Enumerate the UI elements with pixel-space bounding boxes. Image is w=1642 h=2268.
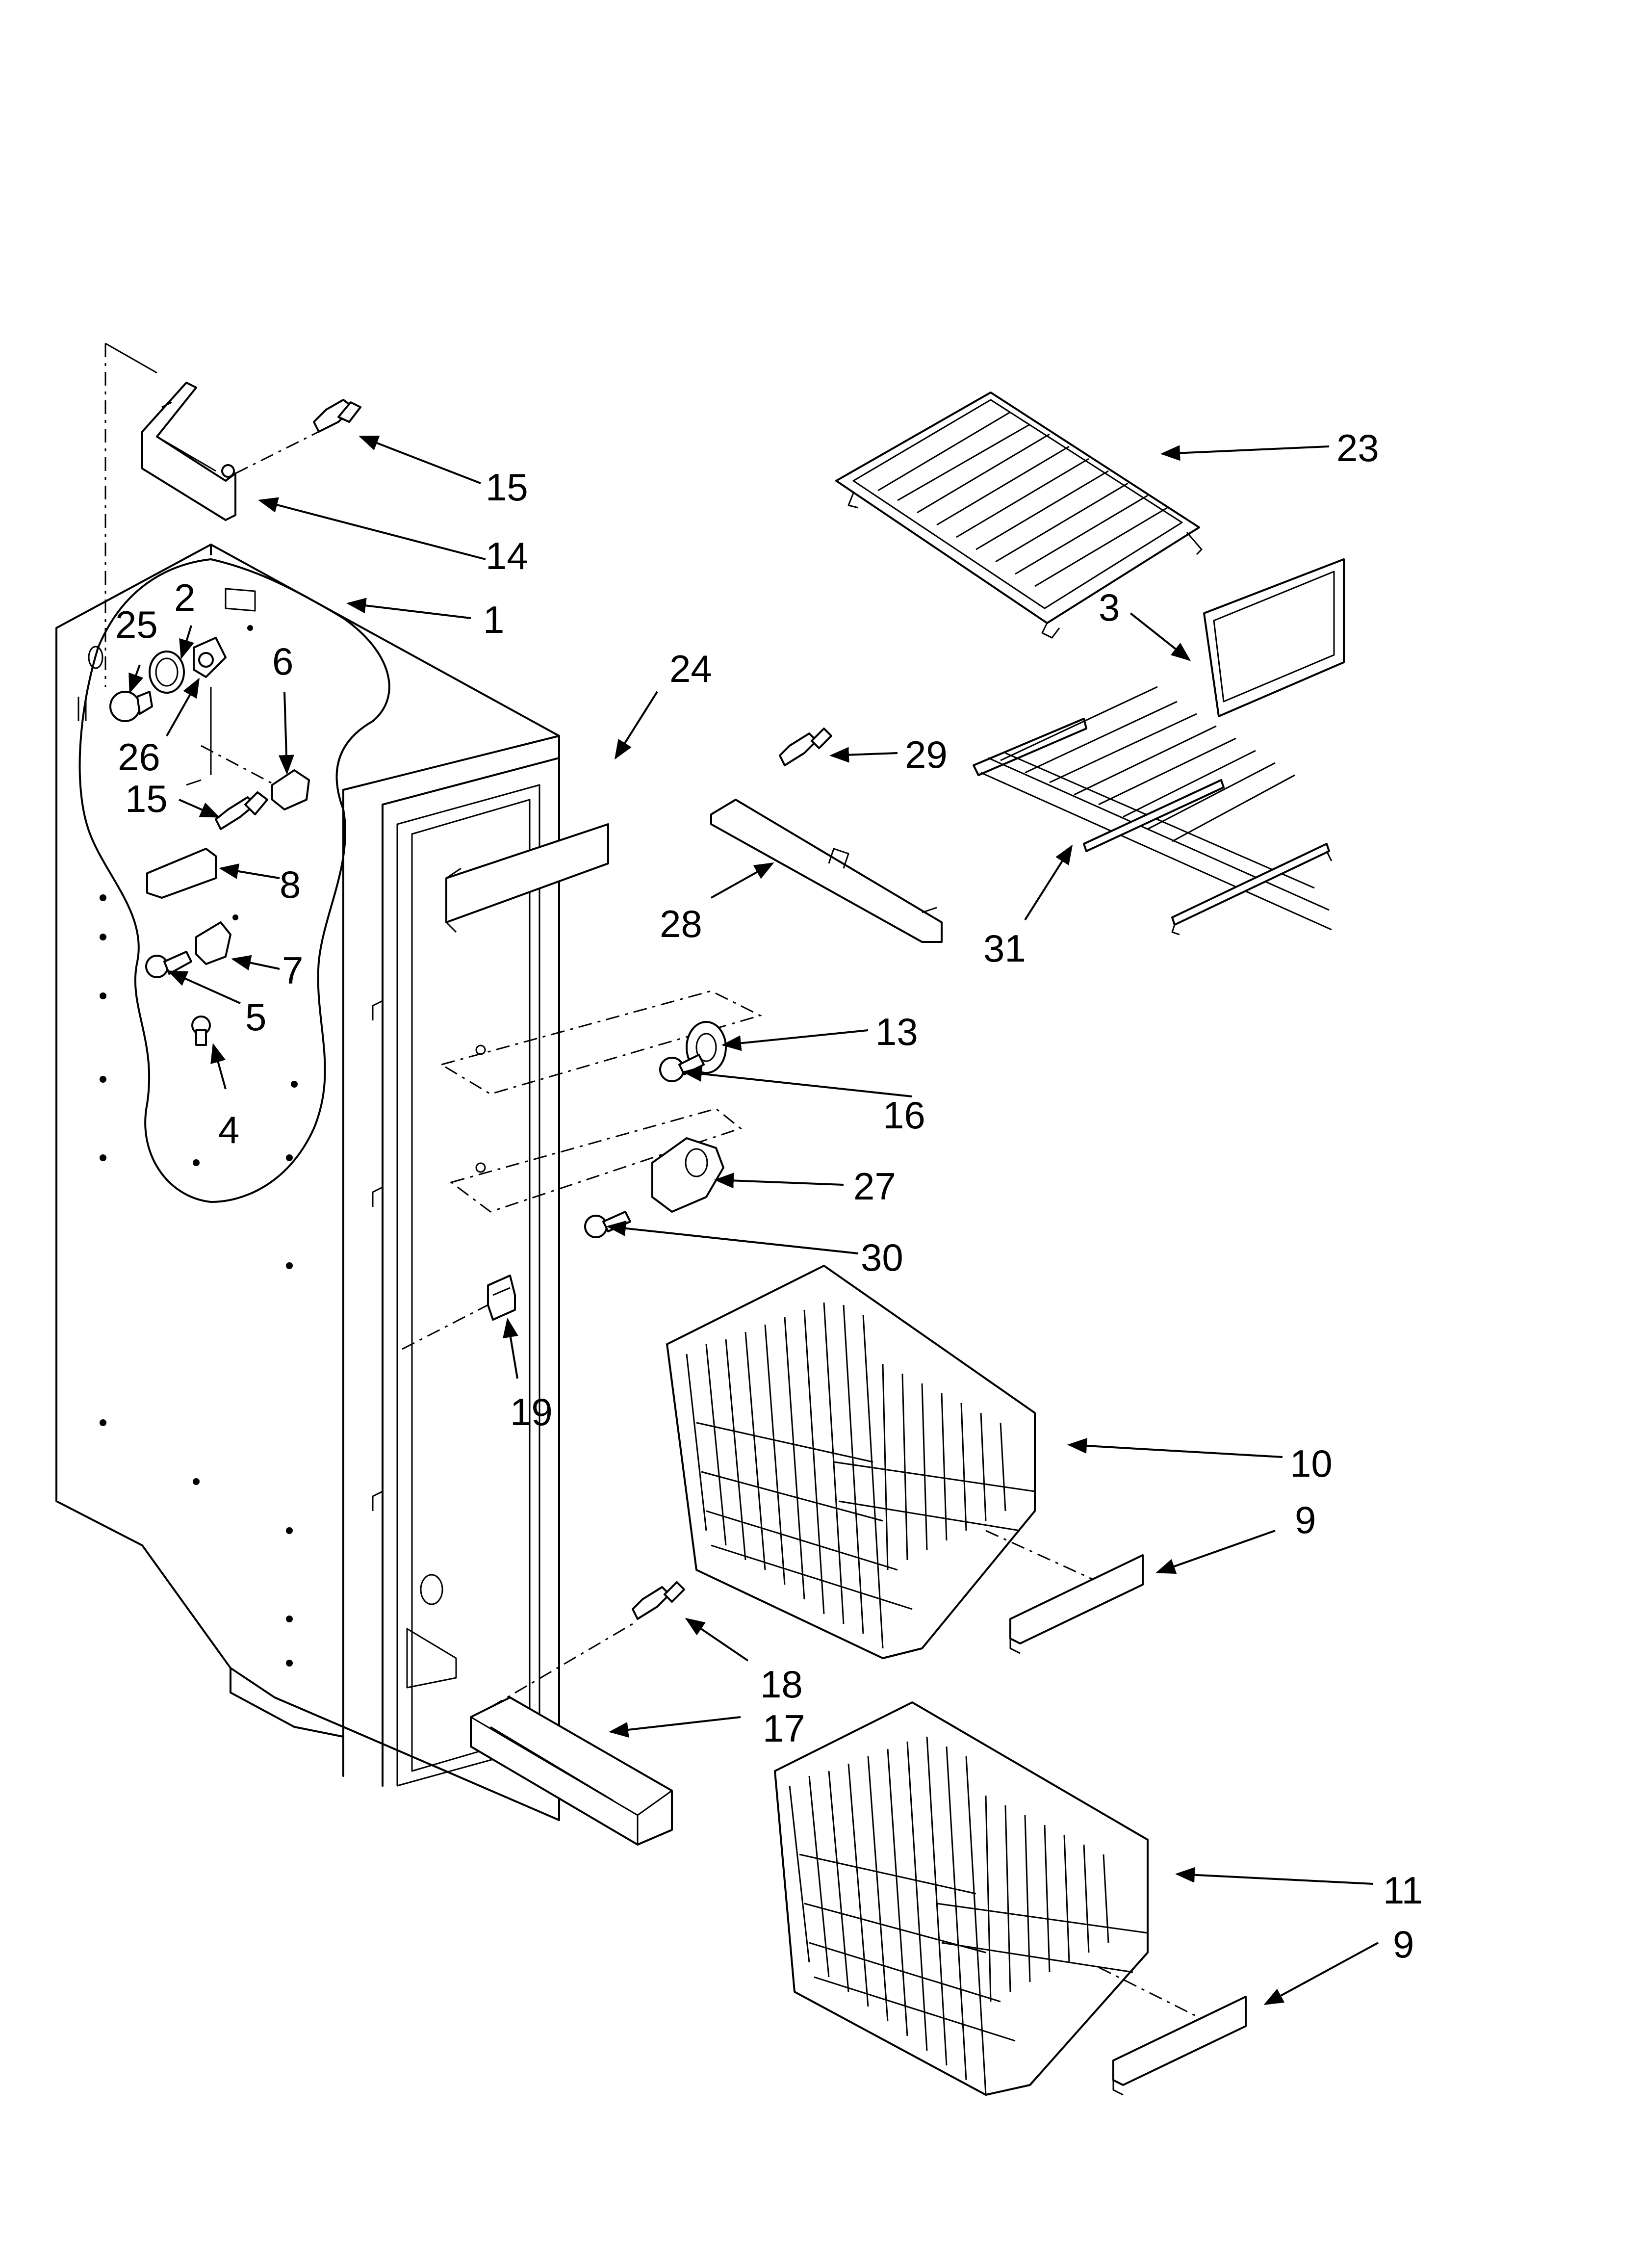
label-7: 7: [282, 949, 303, 992]
part-9-rail-lower: [1112, 1996, 1247, 2096]
label-11: 11: [1383, 1869, 1423, 1912]
label-1: 1: [483, 598, 504, 641]
label-15-top: 15: [486, 466, 528, 509]
part-17-sill-cover: [470, 1696, 673, 1846]
part-6-clip: [271, 769, 310, 810]
label-17: 17: [763, 1707, 805, 1750]
part-15-screw-top: [313, 399, 361, 433]
part-5-screw: [145, 951, 192, 978]
label-26: 26: [118, 735, 160, 779]
label-28: 28: [660, 902, 702, 945]
label-9-upper: 9: [1295, 1498, 1316, 1541]
label-13: 13: [875, 1010, 918, 1053]
label-9-lower: 9: [1393, 1923, 1414, 1966]
label-18: 18: [760, 1663, 803, 1706]
callout-labels: 15 14 1 2 25 26 6 15 8 7 5 4 24 23 3 29 …: [115, 426, 1423, 1966]
label-4: 4: [218, 1108, 239, 1151]
part-19-switch: [487, 1275, 516, 1321]
leader-lines: [128, 436, 1379, 2005]
label-6: 6: [272, 640, 293, 683]
label-19: 19: [510, 1390, 553, 1434]
part-24-duct: [445, 823, 609, 933]
part-11-basket: [774, 1701, 1149, 2096]
label-5: 5: [245, 995, 266, 1039]
part-25-bulb: [109, 691, 153, 722]
part-28-support: [710, 799, 943, 943]
part-3-trim: [1203, 558, 1345, 717]
part-18-screw: [632, 1581, 685, 1620]
part-27-bracket: [651, 1137, 724, 1213]
label-10: 10: [1290, 1442, 1333, 1485]
part-23-shelf: [835, 391, 1203, 639]
label-15-middle: 15: [125, 777, 168, 820]
part-31-wire-shelf: [973, 686, 1333, 936]
label-29: 29: [905, 733, 948, 776]
part-26-knob: [193, 637, 227, 678]
label-8: 8: [280, 863, 301, 906]
part-4-plug: [191, 1016, 211, 1046]
part-9-rail-upper: [1009, 1554, 1144, 1654]
label-27: 27: [853, 1165, 896, 1208]
part-7-clip: [195, 914, 238, 965]
label-23: 23: [1336, 426, 1379, 469]
part-29-screw: [779, 728, 832, 766]
label-24: 24: [669, 647, 712, 690]
label-16: 16: [883, 1094, 925, 1137]
label-14: 14: [486, 534, 528, 577]
part-14-bracket: [141, 382, 236, 521]
part-8-bracket: [146, 848, 217, 899]
part-30-screw: [584, 1211, 631, 1238]
part-10-basket: [666, 1265, 1036, 1659]
label-25: 25: [115, 603, 158, 646]
part-2-control: [149, 651, 185, 694]
wiring-harness: [78, 558, 390, 1203]
part-15-screw-middle: [215, 791, 268, 830]
label-3: 3: [1099, 586, 1120, 629]
part-16-screw: [659, 1054, 705, 1082]
label-30: 30: [861, 1236, 903, 1279]
label-31: 31: [983, 927, 1026, 970]
liner-holes: [100, 894, 298, 1667]
label-2: 2: [174, 576, 195, 619]
